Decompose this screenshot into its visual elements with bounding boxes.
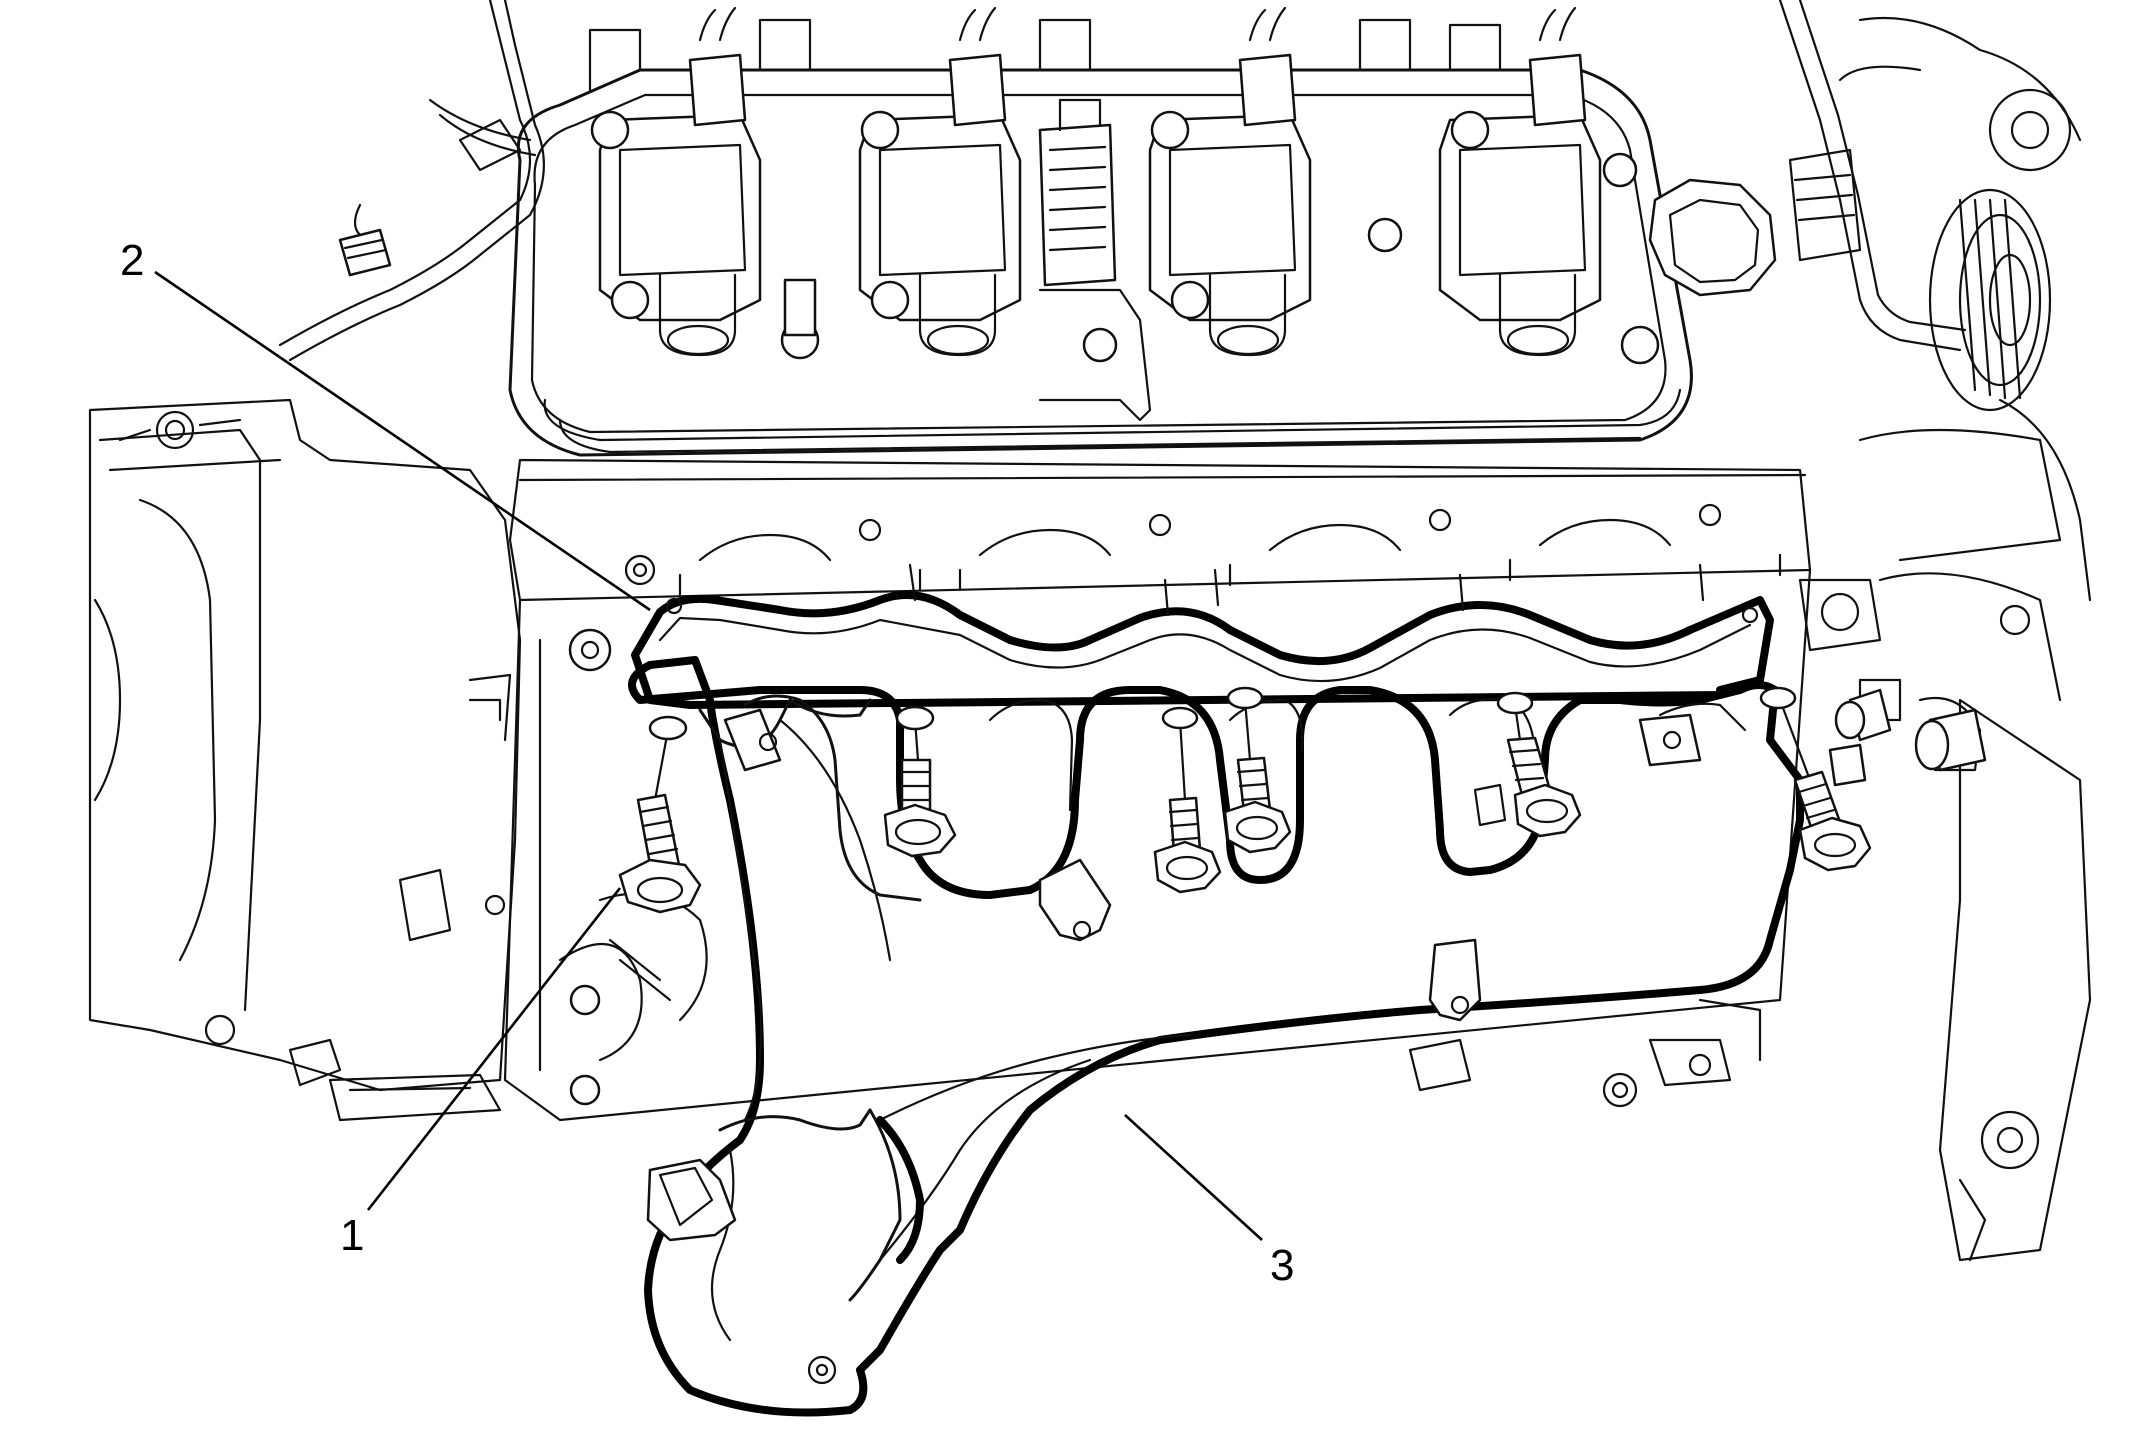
right-accessories — [1778, 0, 2092, 1262]
exhaust-manifold-bolt-2 — [883, 705, 957, 858]
transmission-housing — [88, 398, 522, 1122]
exhaust-manifold-bolt-3 — [1153, 706, 1222, 894]
callout-leader-3 — [1124, 1114, 1263, 1241]
callout-leader-2 — [154, 270, 651, 612]
cylinder-head — [508, 458, 1812, 602]
valve-cover — [508, 18, 1693, 457]
wiring-harness-left — [278, 0, 545, 362]
ignition-coil-4 — [1438, 6, 1660, 365]
exhaust-manifold-bolt-5 — [1473, 691, 1582, 838]
oil-filler-cap — [1648, 178, 1777, 297]
ignition-coil-2 — [858, 6, 1022, 357]
coolant-fittings — [1828, 688, 1987, 787]
ignition-coil-1 — [590, 6, 820, 360]
callout-label-3: 3 — [1270, 1241, 1294, 1290]
wiring-connector-center — [1038, 98, 1152, 422]
exhaust-manifold-bolt-1 — [618, 715, 702, 914]
callout-leader-1 — [366, 887, 622, 1211]
exhaust-manifold-bolt-6 — [1759, 686, 1872, 872]
callout-label-2: 2 — [120, 236, 144, 285]
callout-label-1: 1 — [340, 1211, 364, 1260]
ignition-coil-3 — [1148, 6, 1403, 357]
exhaust-manifold-gasket — [631, 563, 1774, 709]
exhaust-manifold-bolt-4 — [1223, 686, 1292, 854]
exhaust-manifold — [628, 656, 1804, 1417]
